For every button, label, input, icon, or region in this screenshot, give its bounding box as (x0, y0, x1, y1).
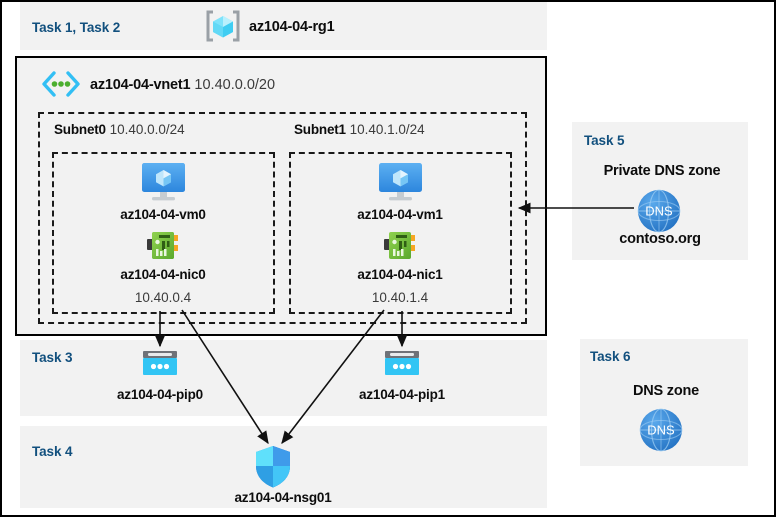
vm0-name: az104-04-vm0 (120, 207, 206, 222)
public-ip-address-icon (142, 350, 178, 380)
resource-group-panel (20, 2, 547, 50)
vnet-container (15, 56, 547, 336)
resource-group-icon (205, 8, 241, 44)
task5-zone-name: contoso.org (619, 231, 701, 247)
subnet0-boundary (52, 152, 275, 314)
subnet1-cidr: 10.40.1.0/24 (349, 122, 425, 137)
nic1-ip: 10.40.1.4 (371, 290, 429, 305)
virtual-machine-icon (376, 162, 425, 202)
subnet1-name: Subnet1 (294, 122, 346, 137)
subnet1-title: Subnet1 10.40.1.0/24 (294, 121, 425, 139)
vm1-name: az104-04-vm1 (357, 207, 443, 222)
subnet0-name: Subnet0 (54, 122, 106, 137)
pip1-name: az104-04-pip1 (359, 387, 445, 402)
task-label-1-2: Task 1, Task 2 (32, 20, 121, 35)
nsg-name: az104-04-nsg01 (234, 490, 332, 505)
task3-panel (20, 340, 547, 416)
network-interface-icon (384, 230, 418, 262)
virtual-machine-icon (139, 162, 188, 202)
task-label-6: Task 6 (590, 349, 631, 364)
network-security-group-icon (254, 445, 292, 489)
dns-icon-text: DNS (645, 204, 673, 219)
task-label-5: Task 5 (584, 133, 625, 148)
task-label-4: Task 4 (32, 444, 73, 459)
nic0-ip: 10.40.0.4 (134, 290, 192, 305)
nic1-name: az104-04-nic1 (357, 267, 443, 282)
resource-group-name: az104-04-rg1 (249, 19, 335, 35)
task6-heading: DNS zone (632, 383, 700, 399)
nic0-name: az104-04-nic0 (120, 267, 206, 282)
pip0-name: az104-04-pip0 (117, 387, 203, 402)
public-ip-address-icon (384, 350, 420, 380)
task-label-3: Task 3 (32, 350, 73, 365)
dns-zone-icon: DNS (636, 188, 682, 234)
subnet0-title: Subnet0 10.40.0.0/24 (54, 121, 185, 139)
virtual-network-icon (40, 70, 82, 98)
vnet-title: az104-04-vnet1 10.40.0.0/20 (90, 76, 275, 94)
vnet-address-space: 10.40.0.0/20 (194, 77, 276, 93)
vnet-name: az104-04-vnet1 (90, 77, 191, 93)
network-interface-icon (147, 230, 181, 262)
dns-icon-text: DNS (647, 423, 675, 438)
dns-zone-icon: DNS (638, 407, 684, 453)
subnet1-boundary (289, 152, 512, 314)
subnet0-cidr: 10.40.0.0/24 (109, 122, 185, 137)
task5-heading: Private DNS zone (603, 163, 721, 179)
